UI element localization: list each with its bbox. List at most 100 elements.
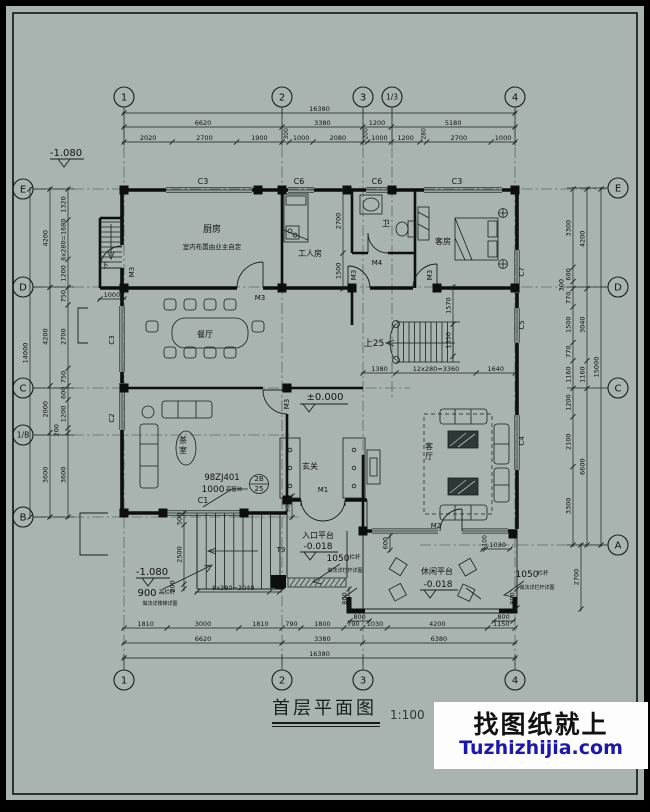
pier [119, 508, 129, 518]
dim-label: 600 [60, 387, 68, 399]
dim-label: 2020 [140, 134, 157, 142]
grid-bubble [504, 669, 526, 691]
annotation-text: 高窗台 [226, 485, 243, 493]
pier [119, 185, 129, 195]
dim-tick [121, 655, 127, 661]
doors [99, 232, 463, 532]
dim-tick [450, 284, 456, 290]
dim-tick [514, 586, 520, 592]
pier [358, 526, 368, 536]
dining-chair [183, 298, 197, 311]
dim-tick [507, 546, 513, 552]
dim-tick [584, 285, 590, 292]
dim-tick [570, 264, 576, 271]
dim-tick [120, 296, 127, 302]
dim-tick [65, 365, 71, 372]
dim-label: 1000 [495, 134, 512, 142]
dim-tick [65, 425, 71, 431]
dim-label: 4200 [579, 231, 587, 248]
dim-tick [417, 139, 423, 145]
dim-tick [121, 110, 127, 116]
grid-bubble-label: 4 [512, 92, 518, 103]
dining-chair [251, 320, 265, 333]
dim-tick [473, 370, 480, 376]
dim-label: 2500 [176, 546, 184, 563]
dim-label: 4200 [429, 620, 446, 628]
dim-tick [289, 493, 295, 499]
windows [119, 187, 520, 534]
annotation-text: -1.080 [50, 148, 82, 159]
dim-label: 1200 [60, 406, 68, 423]
dim-label: 750 [60, 371, 68, 383]
annotation-text: 900 [137, 588, 156, 599]
annotation-text: M4 [372, 259, 383, 267]
hatch-line [309, 578, 316, 587]
hatch-line [314, 578, 321, 587]
dim-tick [169, 139, 176, 145]
grid-bubble-label: 1/B [17, 431, 29, 440]
dim-tick [65, 302, 71, 308]
grid-bubble [12, 424, 34, 446]
dim-label: 1030 [367, 620, 384, 628]
dim-tick [359, 625, 366, 631]
dim-label: 4200 [42, 230, 50, 247]
dim-tick [65, 217, 71, 223]
dim-tick [488, 139, 495, 145]
furniture [139, 193, 510, 602]
annotation-text: -0.018 [423, 580, 452, 590]
dim-tick [512, 625, 518, 631]
level-markers [50, 158, 458, 599]
pier [510, 185, 520, 195]
hatch-line [304, 578, 311, 587]
dining-chair [223, 346, 237, 359]
dim-label: 1160 [579, 366, 587, 383]
dining-chair [163, 298, 177, 311]
column-piers [119, 185, 520, 590]
annotation-text: C6 [294, 177, 305, 186]
drawing-paper [6, 6, 644, 800]
dim-label: 800 [497, 613, 509, 621]
dim-label: 1000 [371, 134, 388, 142]
dining-chair [223, 298, 237, 311]
dim-tick [65, 429, 71, 436]
dim-label: 8x380=3040 [212, 584, 254, 592]
grid-bubble-label: 1/3 [386, 93, 398, 102]
dim-tick [384, 625, 391, 631]
dim-label: 200 [169, 580, 177, 592]
dim-label: 1200 [369, 119, 386, 127]
dim-label: 900 [284, 500, 292, 512]
annotation-text: C5 [518, 320, 526, 329]
hatch-line [319, 578, 326, 587]
railings [271, 575, 518, 614]
annotation-text: 做法详栏杆详图 [327, 567, 362, 574]
dim-label: 5180 [445, 119, 462, 127]
annotation-text: 茶 [179, 435, 187, 445]
dim-label: 1800 [314, 620, 331, 628]
grid-bubble [607, 534, 629, 556]
dim-tick [181, 510, 187, 516]
pier [432, 283, 442, 293]
dim-tick [450, 353, 456, 360]
annotation-text: 下 [101, 261, 109, 270]
dim-tick [65, 396, 71, 403]
dim-label: 1200 [565, 394, 573, 411]
pier [253, 185, 263, 195]
dim-label: 1500 [565, 316, 573, 333]
dim-tick [387, 547, 393, 554]
guest-bed [417, 206, 508, 269]
living-room-furniture [423, 408, 510, 521]
dining-chair [163, 346, 177, 359]
dim-label: 2700 [335, 213, 343, 230]
grid-bubble-label: 2 [279, 675, 285, 686]
annotation-text: C3 [452, 177, 463, 186]
worker-bed [283, 193, 309, 243]
dim-tick [570, 278, 576, 285]
dim-label: 2100 [565, 433, 573, 450]
annotation-text: M3 [255, 294, 266, 302]
dim-label: 1200 [397, 134, 414, 142]
bathroom-fixtures [359, 194, 417, 238]
dim-tick [47, 284, 53, 291]
pier [510, 283, 520, 293]
grid-bubble-label: 1 [121, 92, 127, 103]
